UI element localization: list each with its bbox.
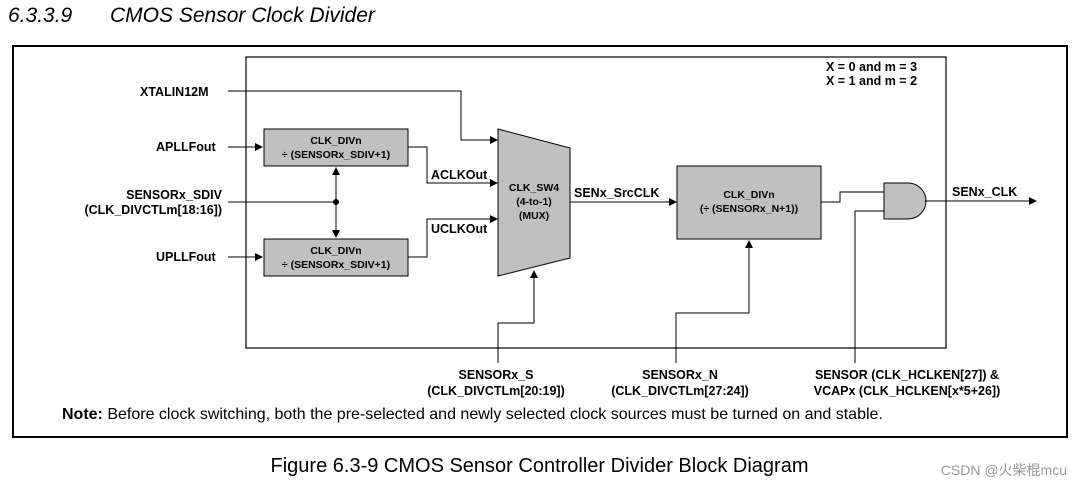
- label-sensorx-s: SENSORx_S: [458, 368, 533, 382]
- figure-caption: Figure 6.3-9 CMOS Sensor Controller Divi…: [270, 455, 809, 477]
- divider-apll-block: [263, 128, 409, 167]
- mux-label: (MUX): [519, 210, 549, 222]
- label-enable-vcap: VCAPx (CLK_HCLKEN[x*5+26]): [814, 384, 1001, 398]
- section-heading: 6.3.3.9 CMOS Sensor Clock Divider: [8, 4, 375, 28]
- uclkout-wire: [408, 215, 498, 258]
- select-s-wire: [497, 270, 538, 363]
- divided-clock-wire: [821, 191, 884, 203]
- diagram-frame: [12, 45, 1068, 438]
- note-prefix: Note:: [62, 406, 103, 423]
- clock-mux: [497, 128, 571, 277]
- label-srcclk: SENx_SrcCLK: [574, 186, 659, 200]
- divider-n-block: [676, 165, 822, 240]
- label-upllfout: UPLLFout: [156, 250, 217, 264]
- divider-upll-block: [263, 238, 409, 277]
- divider-apll-title: CLK_DIVn: [310, 135, 361, 147]
- divider-apll-formula: ÷ (SENSORx_SDIV+1): [282, 149, 390, 161]
- condition-1: X = 0 and m = 3: [826, 60, 917, 74]
- divider-upll-formula: ÷ (SENSORx_SDIV+1): [282, 259, 390, 271]
- label-n-register: (CLK_DIVCTLm[27:24]): [611, 384, 749, 398]
- watermark: CSDN @火柴棍mcu: [940, 462, 1067, 478]
- aclkout-wire: [408, 146, 498, 187]
- mux-title: CLK_SW4: [509, 182, 559, 194]
- label-sensorx-sdiv: SENSORx_SDIV: [126, 188, 223, 202]
- mux-type: (4-to-1): [516, 196, 552, 208]
- and-gate: [883, 182, 927, 220]
- note-body: Before clock switching, both the pre-sel…: [102, 406, 883, 423]
- label-uclkout: UCLKOut: [431, 222, 488, 236]
- select-n-wire: [675, 240, 753, 363]
- label-xtalin12m: XTALIN12M: [140, 85, 209, 99]
- divider-n-formula: (÷ (SENSORx_N+1)): [700, 203, 798, 215]
- section-title: CMOS Sensor Clock Divider: [110, 4, 375, 27]
- xtal-wire: [228, 90, 498, 144]
- label-sensorx-n: SENSORx_N: [642, 368, 718, 382]
- label-enable-sensor: SENSOR (CLK_HCLKEN[27]) &: [815, 368, 999, 382]
- divider-n-title: CLK_DIVn: [723, 189, 774, 201]
- label-aclkout: ACLKOut: [431, 168, 488, 182]
- condition-2: X = 1 and m = 2: [826, 74, 917, 88]
- label-s-register: (CLK_DIVCTLm[20:19]): [427, 384, 565, 398]
- label-apllfout: APLLFout: [156, 140, 217, 154]
- enable-wire: [854, 210, 884, 363]
- divider-upll-title: CLK_DIVn: [310, 245, 361, 257]
- section-number: 6.3.3.9: [8, 4, 73, 27]
- note-text: Note: Before clock switching, both the p…: [62, 406, 883, 424]
- label-senx-clk: SENx_CLK: [952, 185, 1017, 199]
- label-sdiv-register: (CLK_DIVCTLm[18:16]): [84, 203, 222, 217]
